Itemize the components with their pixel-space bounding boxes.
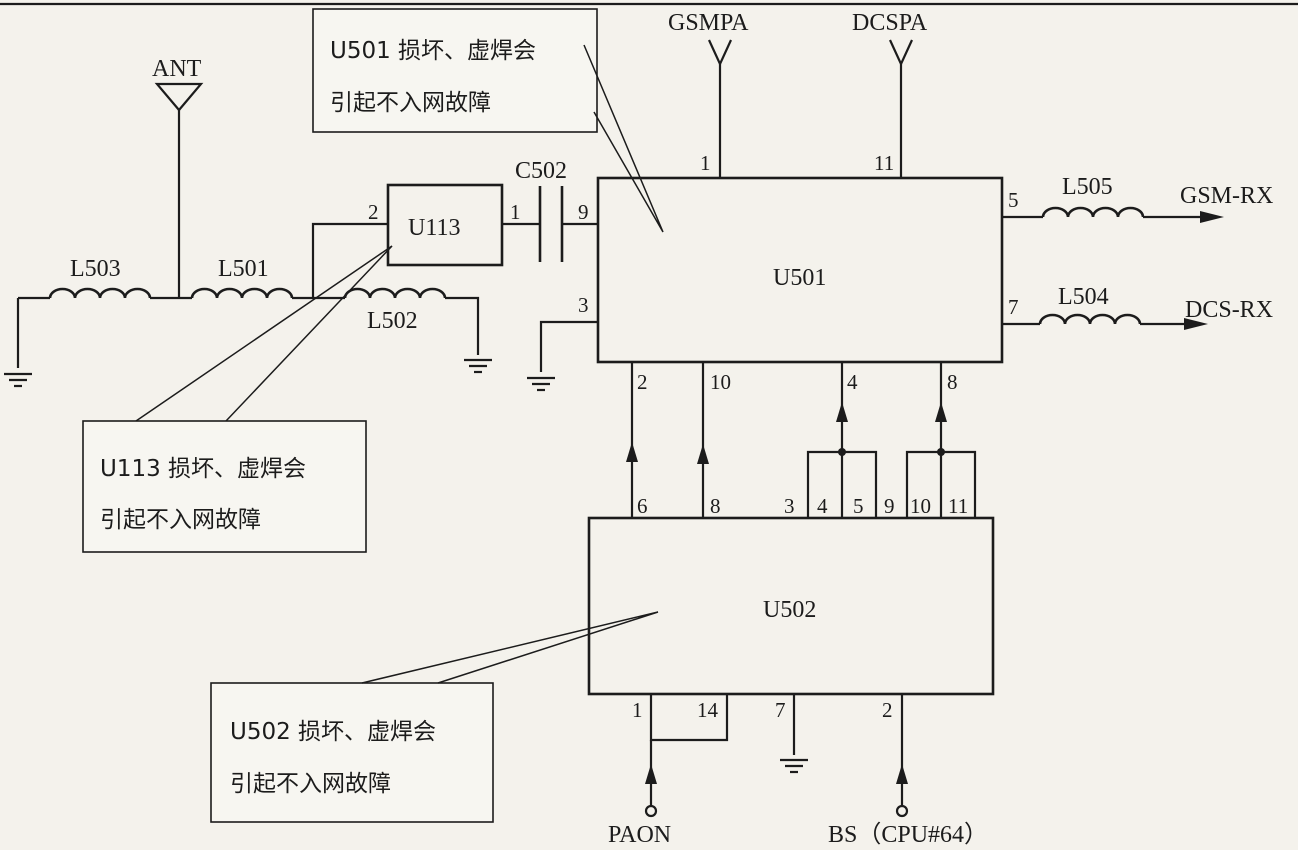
l504-label: L504 (1058, 284, 1109, 310)
control-line-u502-8-to-u501-10 (697, 362, 709, 518)
u502-pin-14: 14 (697, 698, 719, 722)
l501-inductor (190, 287, 345, 300)
u502-block (587, 516, 995, 696)
l502-inductor (343, 287, 480, 355)
l503-label: L503 (70, 256, 121, 282)
u501-pin-4: 4 (847, 370, 858, 394)
u113-pin-1: 1 (510, 200, 521, 224)
u502-note-line1: U502 损坏、虚焊会 (230, 719, 436, 745)
u502-fault-callout: U502 损坏、虚焊会 引起不入网故障 (210, 611, 659, 823)
paon-label: PAON (608, 822, 671, 848)
u501-pin-3: 3 (578, 293, 589, 317)
paon-input-line (644, 694, 729, 818)
u113-fault-callout: U113 损坏、虚焊会 引起不入网故障 (82, 245, 393, 553)
u113-input-wire (311, 222, 388, 298)
u113-note-line2: 引起不入网故障 (100, 507, 261, 533)
u502-label: U502 (763, 597, 816, 623)
u113-pin-2: 2 (368, 200, 379, 224)
ground-symbol (778, 758, 810, 774)
dcspa-label: DCSPA (852, 10, 928, 36)
control-bus-u502-3-4-5-to-u501-4 (806, 362, 878, 518)
control-line-u502-6-to-u501-2 (626, 362, 638, 518)
u501-label: U501 (773, 265, 826, 291)
u502-pin-9: 9 (884, 494, 895, 518)
dcspa-antenna-symbol (889, 39, 913, 178)
l504-inductor (1002, 313, 1208, 330)
u501-pin-7: 7 (1008, 295, 1019, 319)
l503-inductor (18, 287, 192, 300)
u501-pin-5: 5 (1008, 188, 1019, 212)
u501-block (596, 176, 1004, 364)
u502-pin-8: 8 (710, 494, 721, 518)
gsmpa-label: GSMPA (668, 10, 749, 36)
ground-symbol (525, 376, 557, 392)
u502-pin-7: 7 (775, 698, 786, 722)
l505-label: L505 (1062, 174, 1113, 200)
u501-fault-callout: U501 损坏、虚焊会 引起不入网故障 (312, 8, 664, 233)
u502-pin-4: 4 (817, 494, 828, 518)
dcs-rx-label: DCS-RX (1185, 297, 1273, 323)
u113-label: U113 (408, 215, 460, 241)
ground-symbol (2, 372, 34, 388)
u502-pin-1: 1 (632, 698, 643, 722)
c502-label: C502 (515, 158, 567, 184)
u501-pin-2: 2 (637, 370, 648, 394)
gsm-rx-label: GSM-RX (1180, 183, 1273, 209)
u502-pin-2: 2 (882, 698, 893, 722)
u501-pin3-ground-wire (539, 320, 598, 372)
u502-pin-10: 10 (910, 494, 931, 518)
l502-label: L502 (367, 308, 418, 334)
u113-note-line1: U113 损坏、虚焊会 (100, 456, 306, 482)
c502-capacitor (502, 186, 598, 262)
u501-pin-9: 9 (578, 200, 589, 224)
u501-pin-1: 1 (700, 151, 711, 175)
u502-pin-5: 5 (853, 494, 864, 518)
u501-note-line1: U501 损坏、虚焊会 (330, 38, 536, 64)
ant-label: ANT (152, 56, 202, 82)
gsmpa-antenna-symbol (708, 39, 732, 178)
u501-pin-10: 10 (710, 370, 731, 394)
u502-pin-11: 11 (948, 494, 968, 518)
u502-pin-3: 3 (784, 494, 795, 518)
l501-label: L501 (218, 256, 269, 282)
u501-pin-8: 8 (947, 370, 958, 394)
ground-symbol (462, 358, 494, 374)
u501-pin-11: 11 (874, 151, 894, 175)
l505-inductor (1002, 206, 1224, 223)
u501-note-line2: 引起不入网故障 (330, 90, 491, 116)
control-bus-u502-9-10-11-to-u501-8 (905, 362, 977, 518)
u502-note-line2: 引起不入网故障 (230, 771, 391, 797)
antenna-symbol (154, 82, 204, 298)
u502-pin-6: 6 (637, 494, 648, 518)
bs-input-line (895, 694, 909, 818)
bs-label: BS（CPU#64） (828, 822, 988, 848)
